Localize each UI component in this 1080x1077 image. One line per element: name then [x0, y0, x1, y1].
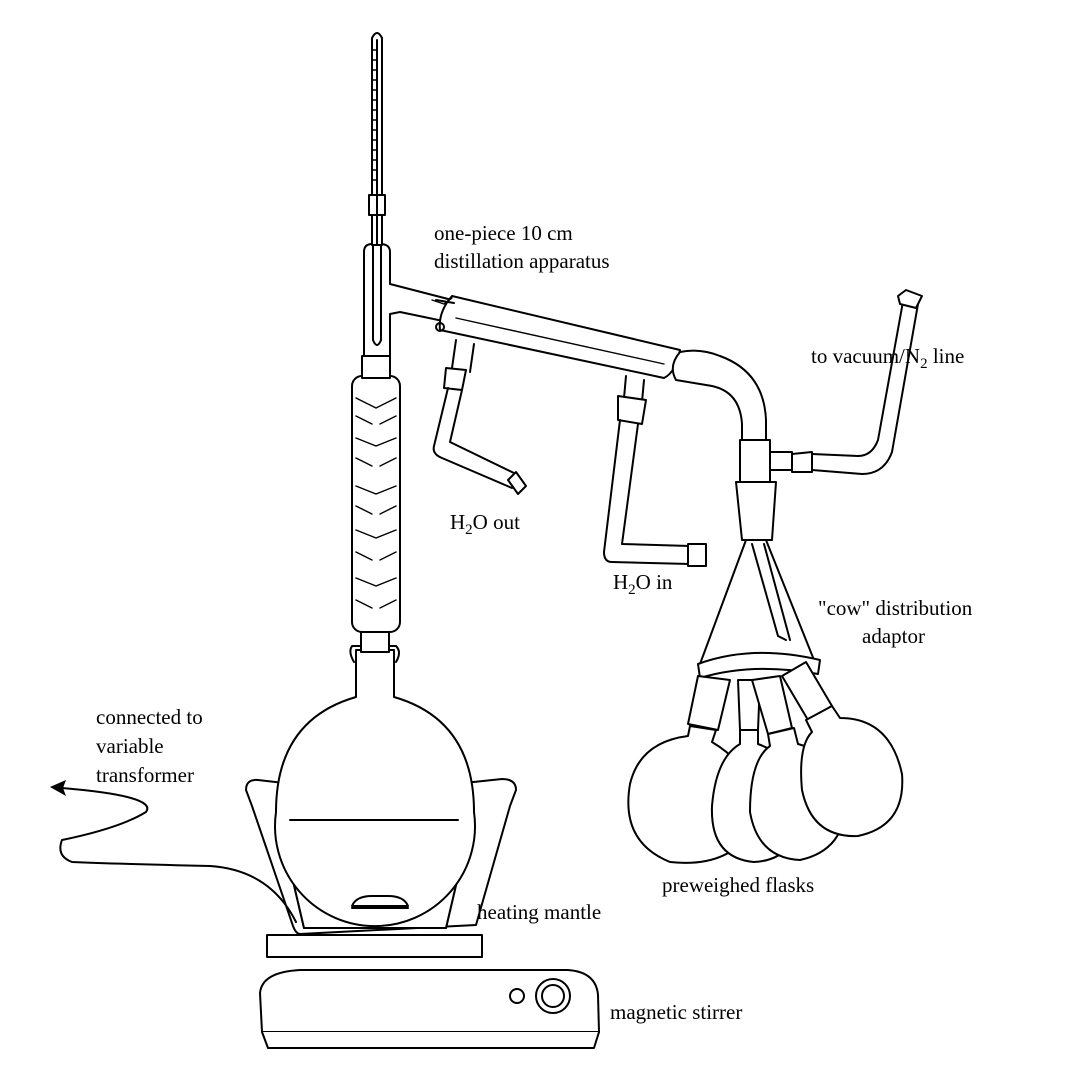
apparatus-label-line2: distillation apparatus	[434, 249, 610, 273]
heating-mantle-label: heating mantle	[477, 900, 602, 924]
stirrer-plate	[266, 934, 483, 958]
water-out-subscript: 2	[465, 522, 473, 538]
cow-adaptor-label-line2: adaptor	[862, 624, 925, 648]
power-cord	[50, 780, 297, 923]
vacuum-label-prefix: to vacuum/N	[811, 344, 921, 368]
preweighed-flasks-label: preweighed flasks	[662, 873, 815, 897]
transformer-label-line2: variable	[96, 734, 164, 758]
water-in-label: H2O in	[613, 570, 673, 598]
apparatus-label-line1: one-piece 10 cm	[434, 221, 573, 245]
water-out-label: H2O out	[450, 510, 520, 538]
cow-adaptor-label-line1: "cow" distribution	[818, 596, 973, 620]
water-in-prefix: H	[613, 570, 629, 594]
vacuum-line-label: to vacuum/N2 line	[811, 344, 965, 372]
transformer-label-line3: transformer	[96, 763, 194, 787]
water-in-suffix: O in	[635, 570, 673, 594]
arrowhead-icon	[50, 780, 66, 796]
water-out-prefix: H	[450, 510, 466, 534]
vacuum-adapter	[671, 289, 923, 483]
apparatus-leader	[431, 297, 453, 305]
transformer-label-line1: connected to	[96, 705, 203, 729]
round-bottom-flask	[274, 645, 476, 928]
vacuum-label-subscript: 2	[920, 356, 928, 372]
magnetic-stirrer-label: magnetic stirrer	[610, 1000, 743, 1024]
vacuum-label-suffix: line	[927, 344, 965, 368]
water-in-subscript: 2	[628, 582, 636, 598]
vigreux-column	[351, 355, 401, 653]
cow-adaptor	[697, 481, 821, 679]
condenser	[432, 295, 707, 567]
magnetic-stirrer	[259, 969, 600, 1049]
water-out-suffix: O out	[472, 510, 520, 534]
thermometer	[368, 32, 386, 346]
receiving-flasks	[627, 661, 904, 864]
